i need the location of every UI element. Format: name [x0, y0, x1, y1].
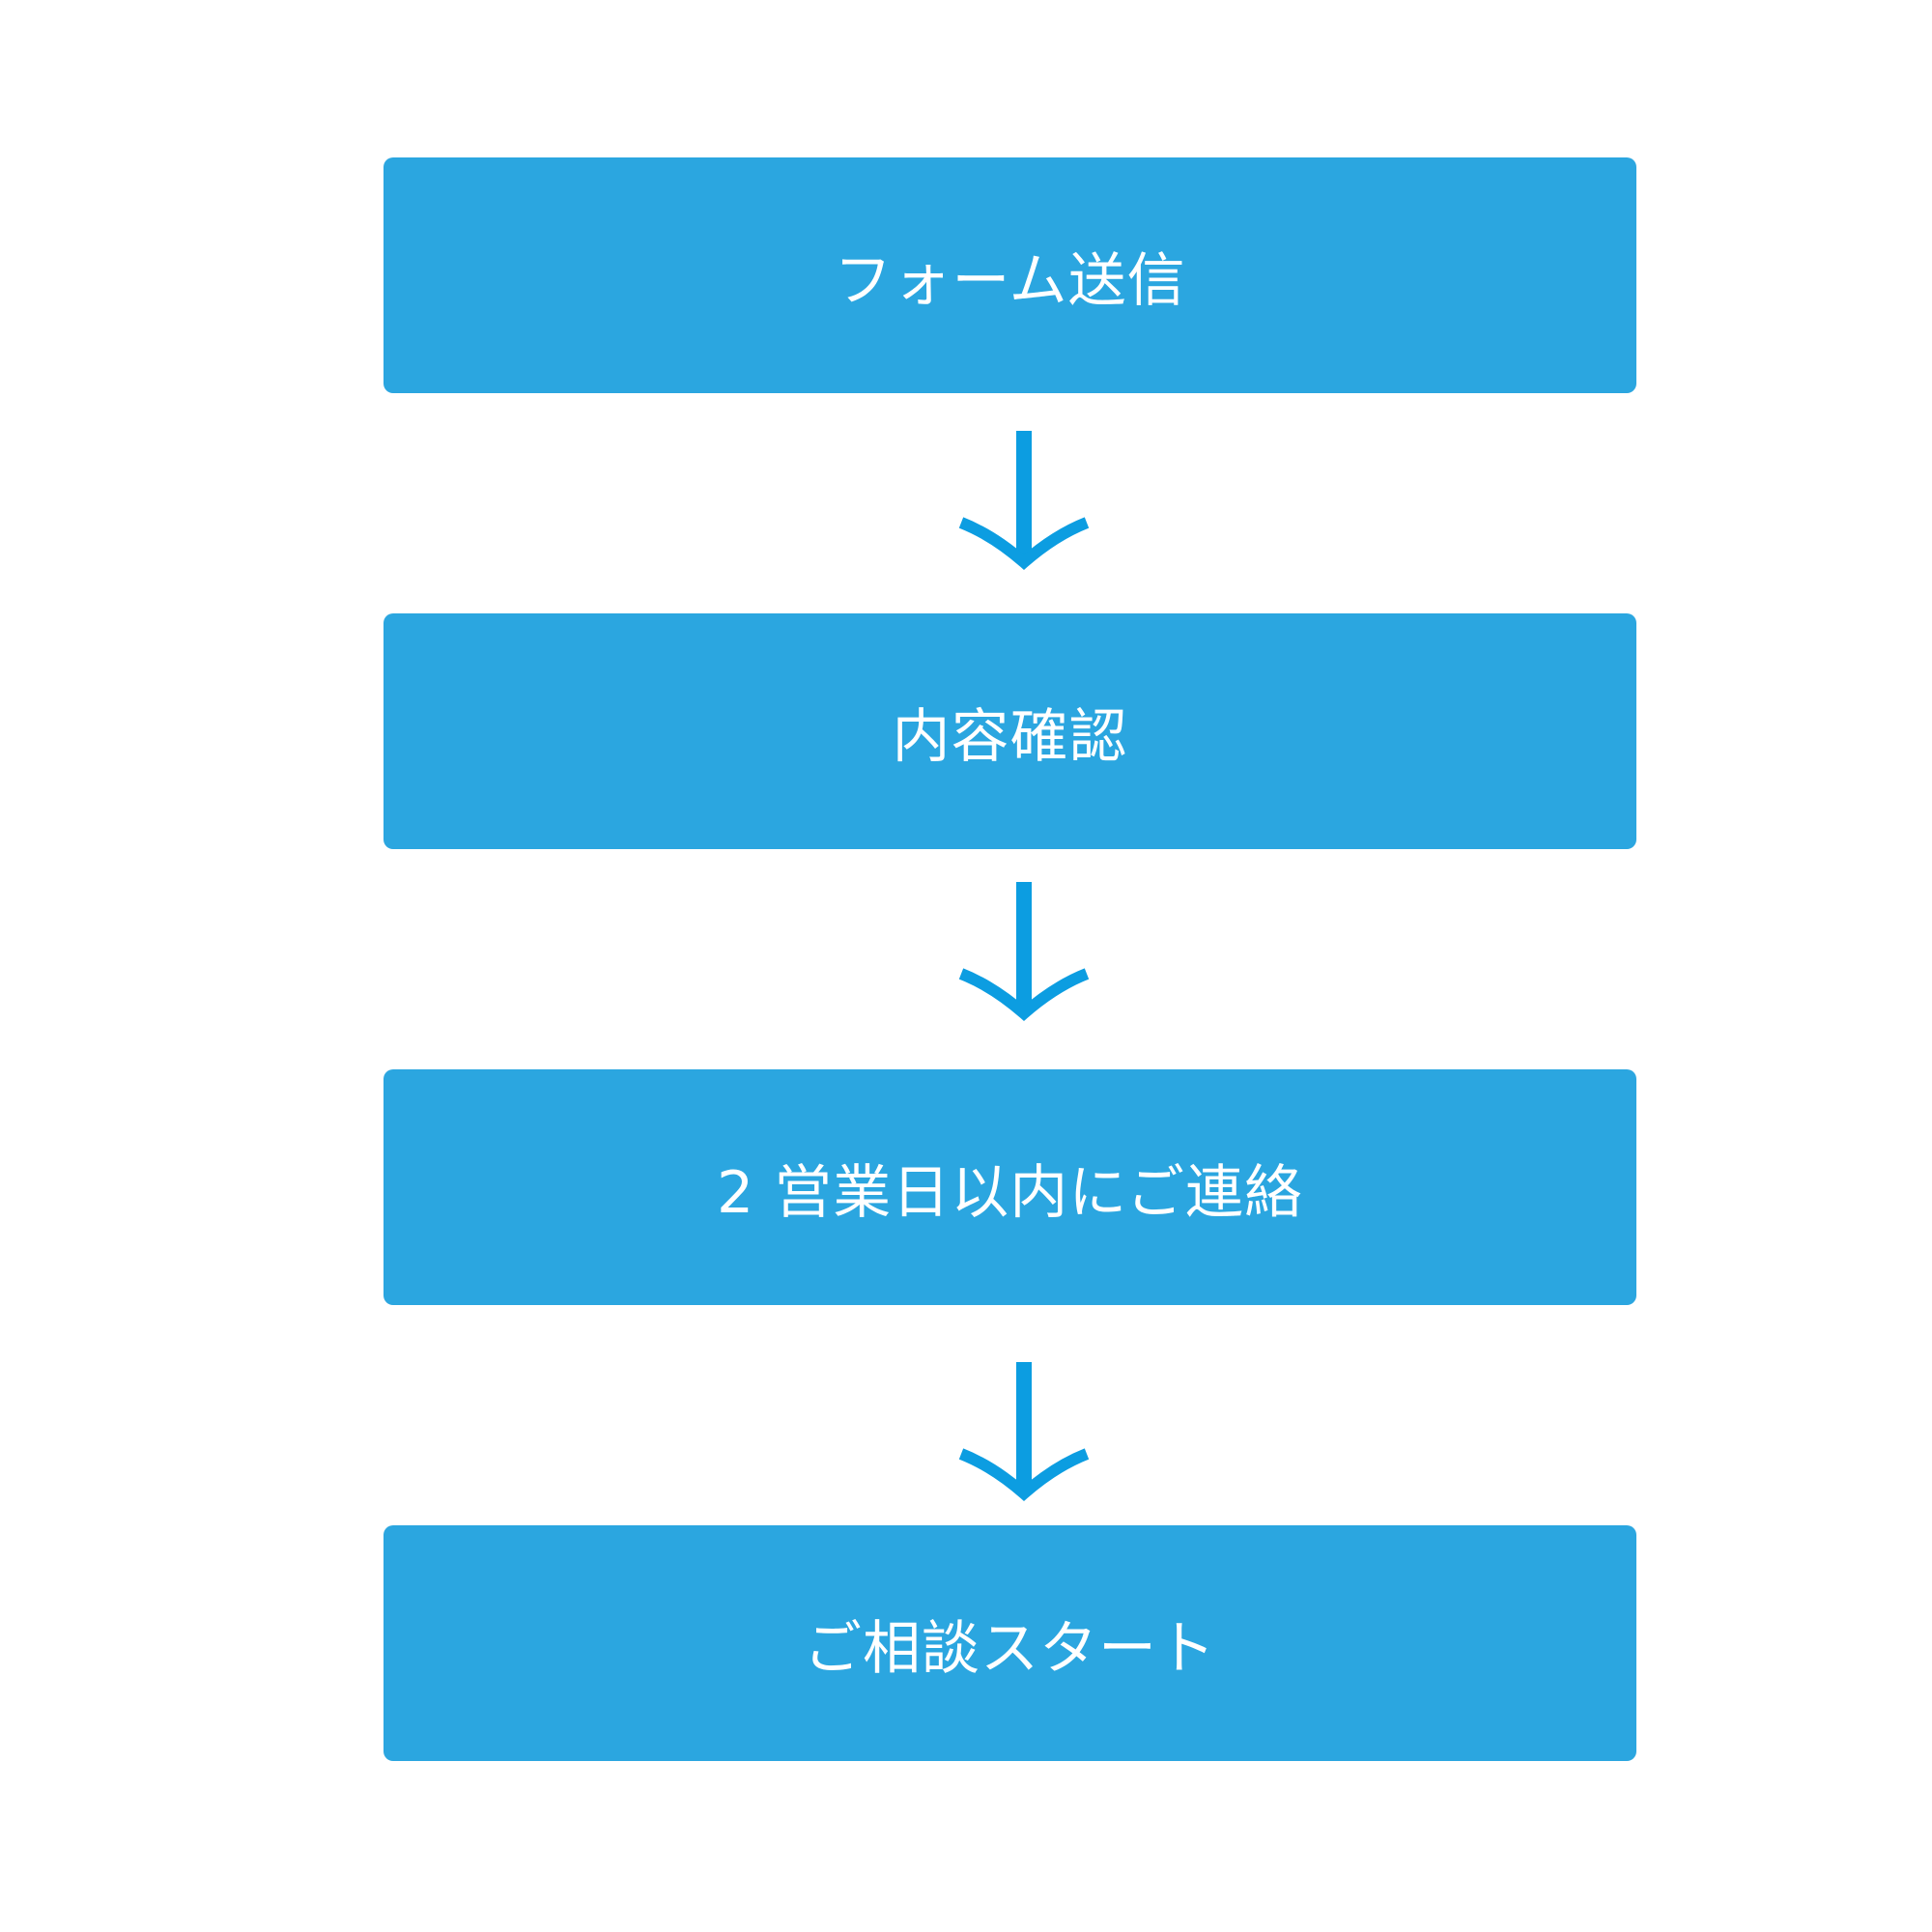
arrow-down-icon — [958, 1362, 1090, 1501]
step-box-consultation-start: ご相談スタート — [384, 1525, 1636, 1761]
step-box-form-submit: フォーム送信 — [384, 157, 1636, 393]
step-box-contact-within-2-days: 2 営業日以内にご連絡 — [384, 1069, 1636, 1305]
arrow-down-icon — [958, 882, 1090, 1021]
step-label: ご相談スタート — [804, 1614, 1216, 1683]
step-box-content-check: 内容確認 — [384, 613, 1636, 849]
arrow-down-icon — [958, 431, 1090, 570]
step-label: 内容確認 — [892, 702, 1128, 771]
step-label: 2 営業日以内にご連絡 — [716, 1158, 1304, 1227]
step-label: フォーム送信 — [834, 246, 1186, 315]
